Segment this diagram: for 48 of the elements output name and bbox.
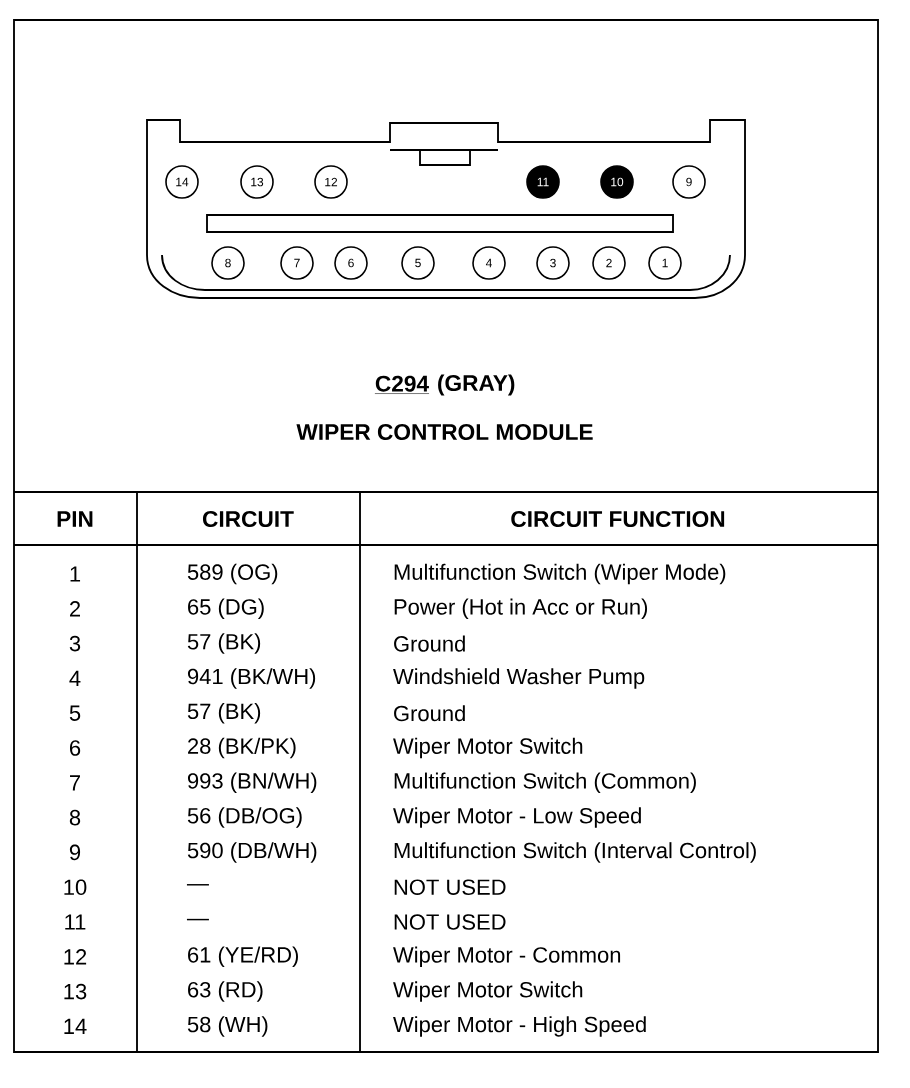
circuit-function: Multifunction Switch (Common) bbox=[394, 772, 696, 794]
column-header: CIRCUIT FUNCTION bbox=[511, 511, 725, 528]
circuit-code: 590 (DB/WH) bbox=[187, 842, 317, 863]
circuit-code: 993 (BN/WH) bbox=[187, 772, 317, 794]
circuit-code: 57 (BK) bbox=[187, 702, 261, 724]
circuit-function: NOT USED bbox=[394, 879, 506, 895]
circuit-code: — bbox=[186, 918, 209, 921]
pin-number: 9 bbox=[69, 844, 81, 861]
circuit-function: Wiper Motor Switch bbox=[393, 981, 583, 1002]
circuit-code: 589 (OG) bbox=[187, 563, 278, 585]
circuit-function: Wiper Motor - Low Speed bbox=[393, 807, 641, 828]
circuit-code: 65 (DG) bbox=[188, 598, 264, 620]
pin-number: 14 bbox=[64, 1018, 87, 1034]
column-header: CIRCUIT bbox=[202, 511, 294, 528]
pin-number: 7 bbox=[70, 775, 80, 791]
circuit-code: 63 (RD) bbox=[188, 981, 263, 1002]
circuit-code: 58 (WH) bbox=[187, 1016, 268, 1037]
pin-number: 11 bbox=[65, 914, 86, 930]
circuit-function: Multifunction Switch (Interval Control) bbox=[394, 842, 756, 863]
circuit-function: Power (Hot in Acc or Run) bbox=[394, 598, 648, 620]
circuit-code: 61 (YE/RD) bbox=[188, 946, 298, 968]
circuit-function: Multifunction Switch (Wiper Mode) bbox=[394, 563, 726, 585]
circuit-function: NOT USED bbox=[394, 914, 506, 930]
pin-number: 13 bbox=[64, 983, 87, 1000]
circuit-function: Ground bbox=[394, 635, 465, 652]
connector-color: (GRAY) bbox=[438, 374, 515, 396]
heading: WIPER CONTROL MODULE bbox=[296, 424, 593, 441]
pin-number: 8 bbox=[69, 809, 81, 826]
pin-number: 4 bbox=[69, 670, 81, 686]
circuit-function: Wiper Motor - High Speed bbox=[393, 1016, 646, 1037]
pin-number: 6 bbox=[70, 740, 81, 756]
pin-number: 10 bbox=[64, 879, 87, 895]
circuit-function: Ground bbox=[394, 705, 465, 722]
circuit-code: — bbox=[186, 884, 209, 886]
circuit-code: 941 (BK/WH) bbox=[187, 668, 316, 689]
pin-number: 2 bbox=[70, 601, 80, 617]
pin-number: 5 bbox=[69, 705, 81, 721]
circuit-code: 57 (BK) bbox=[187, 633, 261, 654]
pin-number: 1 bbox=[70, 566, 81, 582]
circuit-code: 28 (BK/PK) bbox=[188, 737, 296, 759]
pin-number: 3 bbox=[69, 635, 81, 652]
circuit-function: Windshield Washer Pump bbox=[393, 668, 645, 689]
column-header: PIN bbox=[57, 511, 93, 527]
pin-number: 12 bbox=[64, 949, 87, 965]
connector-id: C294 bbox=[374, 375, 430, 394]
circuit-function: Wiper Motor Switch bbox=[393, 737, 583, 759]
circuit-code: 56 (DB/OG) bbox=[187, 807, 302, 828]
circuit-function: Wiper Motor - Common bbox=[393, 946, 621, 968]
